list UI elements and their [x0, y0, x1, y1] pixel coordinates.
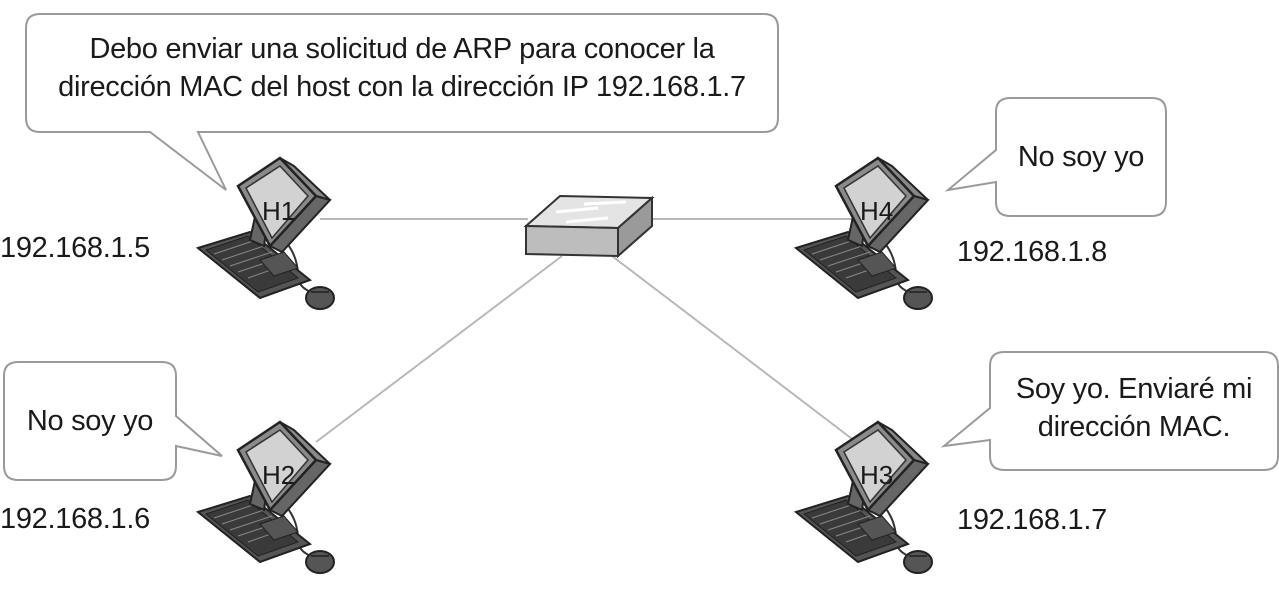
ip-label-h4: 192.168.1.8 [957, 236, 1107, 268]
host-h4: H4 [794, 156, 934, 311]
ip-label-h2: 192.168.1.6 [0, 503, 150, 535]
ip-label-h3: 192.168.1.7 [957, 504, 1107, 536]
bubble-h2-text: No soy yo [4, 402, 176, 440]
bubble-h4-text: No soy yo [996, 138, 1166, 176]
link-h3-switch [611, 255, 865, 449]
bubble-h3-shape [940, 351, 1279, 471]
ip-label-h1: 192.168.1.5 [0, 232, 150, 264]
bubble-h1-shape [25, 13, 779, 191]
desktop-computer-icon [196, 420, 336, 575]
host-h4-label: H4 [860, 196, 893, 226]
bubble-h2-line1: No soy yo [26, 405, 154, 437]
bubble-h4-line1: No soy yo [1017, 141, 1145, 173]
desktop-computer-icon [794, 420, 934, 575]
bubble-h3-text: Soy yo. Enviaré mi dirección MAC. [990, 370, 1278, 446]
bubble-h1-line2: dirección MAC del host con la dirección … [58, 71, 746, 103]
bubble-h4-shape [944, 97, 1167, 217]
host-h2: H2 [196, 420, 336, 575]
bubble-h2-shape [3, 361, 223, 481]
network-links [315, 218, 865, 449]
desktop-computer-icon [794, 156, 934, 311]
host-h1-label: H1 [262, 196, 295, 226]
host-h2-label: H2 [262, 460, 295, 490]
host-h3-label: H3 [860, 460, 893, 490]
bubble-h1-line1: Debo enviar una solicitud de ARP para co… [89, 33, 715, 65]
bubble-h3-line1: Soy yo. Enviaré mi [1015, 373, 1253, 405]
link-h2-switch [315, 255, 563, 443]
network-switch-icon [523, 194, 655, 259]
host-h3: H3 [794, 420, 934, 575]
host-h1: H1 [196, 156, 336, 311]
bubble-h1-text: Debo enviar una solicitud de ARP para co… [26, 30, 778, 106]
bubble-h3-line2: dirección MAC. [1037, 411, 1231, 443]
